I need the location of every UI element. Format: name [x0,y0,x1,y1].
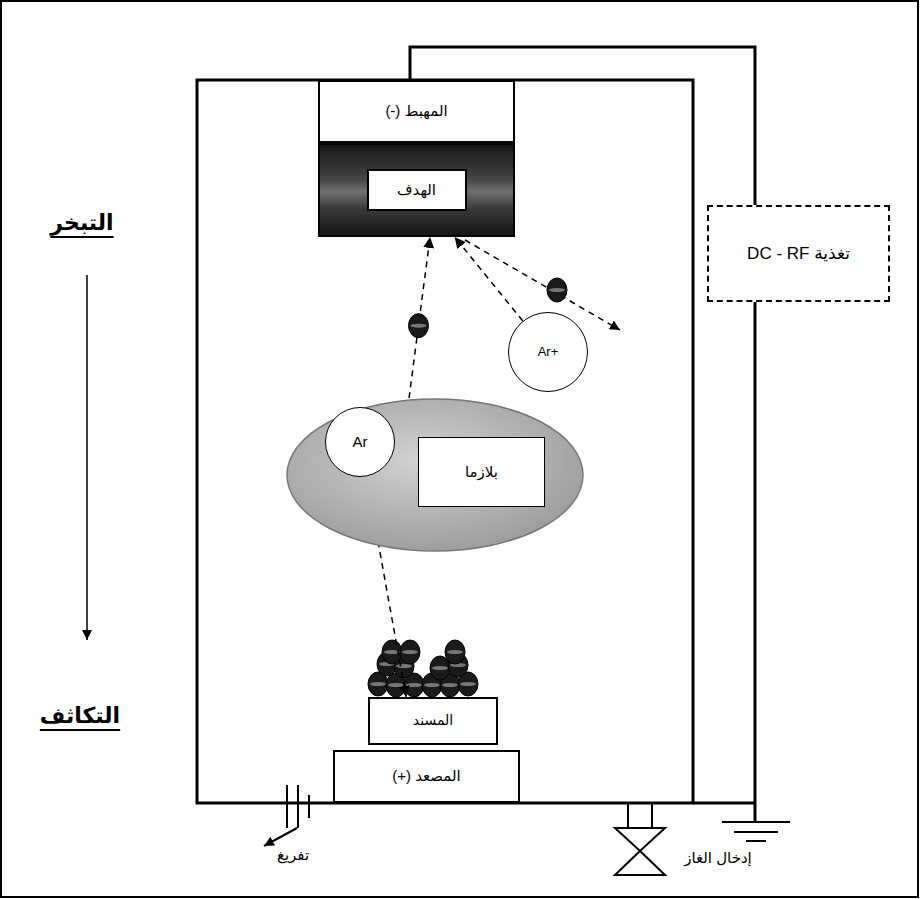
node-text: المهبط (-) [385,102,447,121]
drawing-part [388,683,404,687]
drawing-part [286,785,288,828]
particle [547,278,567,302]
stage-label: التبخر [50,210,113,236]
particle [382,640,402,664]
power-supply-box: تغذية DC - RF [707,205,890,302]
node-text: Ar+ [538,344,559,360]
vacuum-port [264,785,309,846]
node-text: Ar [353,433,368,452]
node-text: تغذية DC - RF [747,243,850,264]
process-arrow [86,275,88,640]
drawing-part [447,650,463,654]
drawing-part [408,314,428,338]
drawing-part [400,640,420,664]
drawing-part [382,640,402,664]
drawing-part [460,682,476,686]
drawing-part [549,288,565,292]
drawing-part [432,666,448,670]
particle [408,314,428,338]
drawing-part [547,278,567,302]
particle [400,640,420,664]
argon-atom-circle: Ar [325,407,395,477]
node-text: الهدف [367,169,467,212]
plasma-cloud [287,399,583,551]
drawing-part [734,831,778,833]
plasma-ellipse: بلازما Ar [285,397,585,553]
drawing-part [410,324,426,328]
drawing-part [442,683,458,687]
drawing-part [615,851,665,875]
gas-inlet-valve [615,803,665,875]
drawing-part [406,683,422,687]
particle [445,640,465,664]
drawing-part [264,828,297,846]
stage-label: التكاثف [40,703,120,729]
drawing-part [445,640,465,664]
node-text: بلازما [418,437,545,507]
drawing-part [746,840,766,842]
drawing-part [370,682,386,686]
chamber-wall [197,80,693,803]
drawing-part [424,683,440,687]
argon-ion-circle: Ar+ [508,312,588,392]
particle-path [409,237,430,398]
drawing-part [396,664,412,668]
target-block: الهدف [318,143,515,237]
port-label: إدخال الغاز [684,849,752,867]
port-label: تفريغ [277,846,309,864]
drawing-part [722,821,790,823]
deposited-film [368,640,478,697]
node-text: المسند [413,712,453,730]
drawing-part [615,828,665,851]
node-text: المصعد (+) [392,767,460,786]
drawing-part [308,795,310,818]
substrate-box: المسند [368,697,498,745]
cathode-box: المهبط (-) [318,80,515,143]
drawing-part [402,650,418,654]
drawing-part [651,803,653,828]
particle-path [455,237,523,321]
drawing-part [627,803,629,828]
drawing-part [297,785,299,828]
ground-wire [693,802,755,805]
anode-box: المصعد (+) [333,750,520,803]
ground-symbol [722,822,790,841]
